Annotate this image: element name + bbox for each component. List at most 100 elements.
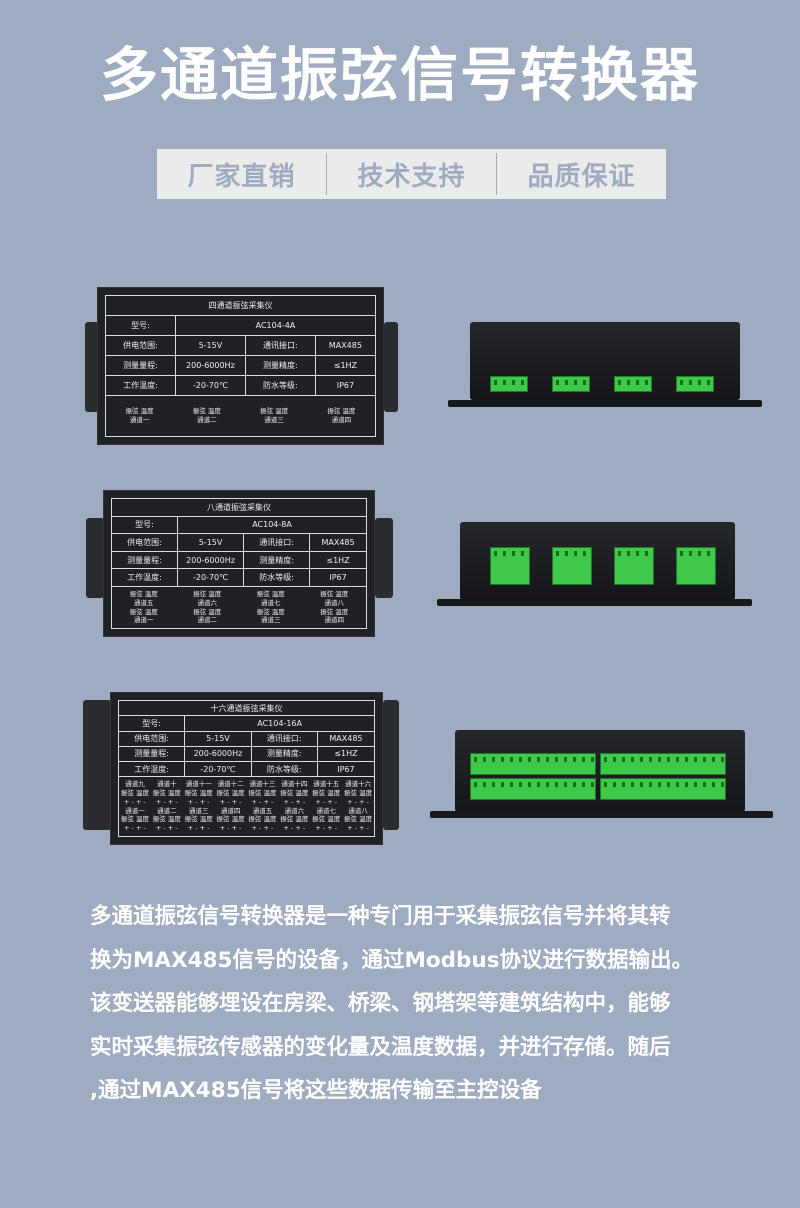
connector-pin [698,551,701,556]
connector-pin [537,757,540,762]
channel-name: 通道四 [324,616,345,625]
channel-group: 通道十二振弦 温度+ - + - [215,780,247,806]
connector-pin [667,782,670,787]
connector-pin [694,757,697,762]
connector-pin [604,757,607,762]
channel-group: 振弦 温度通道三 [241,407,308,425]
connector-pin [555,782,558,787]
channel-name: 通道十 [157,780,177,789]
spec-label: 防水等级: [252,762,318,777]
channel-polarity: + - + - [251,797,274,806]
channel-group: 振弦 温度通道二 [173,407,240,425]
channel-name: 通道四 [331,416,352,424]
feature-direct-sale: 厂家直销 [187,161,296,192]
spec-value: MAX485 [321,537,355,547]
connector-pin [721,782,724,787]
channel-legend: 振弦 温度通道一振弦 温度通道二振弦 温度通道三振弦 温度通道四 [106,396,375,436]
channel-signals: 振弦 温度 [327,407,356,416]
mounting-bracket [83,700,111,830]
connector-pin [503,551,506,556]
connector-pin [591,757,594,762]
connector-pin [492,757,495,762]
spec-label: 通讯接口: [252,731,318,746]
channel-polarity: + - + - [219,824,242,833]
connector-pin [694,782,697,787]
channel-signals: 振弦 温度 [125,407,154,416]
spec-label: 供电范围: [119,731,186,746]
spec-value: AC104-8A [252,520,292,530]
spec-label: 测量精度: [246,356,316,375]
spec-label: 工作温度: [119,762,186,777]
connector-pin [712,757,715,762]
channel-group: 通道十五振弦 温度+ - + - [310,780,342,806]
mounting-flange [437,599,752,606]
channel-signals: 振弦 温度 [312,789,341,798]
channel-polarity: + - + - [187,797,210,806]
spec-label: 防水等级: [246,376,316,395]
connector-pin [622,757,625,762]
channel-name: 通道九 [125,780,145,789]
spec-label: 测量量程: [106,356,176,375]
mounting-bracket [86,518,104,598]
connector-pin [573,782,576,787]
mounting-bracket [383,700,399,830]
spec-row: 型号:AC104-16A [119,716,374,732]
channel-group: 振弦 温度通道四 [308,407,375,425]
terminal-connector [614,376,652,392]
connector-pin [582,757,585,762]
channel-signals: 振弦 温度 [184,789,213,798]
spec-label: 型号: [106,316,176,335]
mounting-flange [430,811,773,818]
connector-pin [667,757,670,762]
spec-title: 十六通道振弦采集仪 [210,703,283,713]
channel-polarity: + - + - [219,797,242,806]
channel-group: 通道十六振弦 温度+ - + - [342,780,374,806]
connector-pin [618,380,621,385]
channel-name: 通道七 [316,806,336,815]
spec-label: 测量量程: [119,746,186,762]
connector-pin [474,782,477,787]
channel-signals: 振弦 温度 [248,815,277,824]
spec-label: 测量精度: [244,551,311,569]
spec-label: 型号: [112,516,179,534]
connector-pin [555,757,558,762]
channel-polarity: + - + - [124,797,146,806]
connector-pin [685,782,688,787]
terminal-connector [490,547,530,585]
connector-pin [680,380,683,385]
spec-title-row: 八通道振弦采集仪 [112,499,366,517]
spec-value: 5-15V [178,534,245,551]
channel-signals: 振弦 温度 [193,607,222,616]
spec-value: MAX485 [329,734,363,744]
spec-title-row: 十六通道振弦采集仪 [119,701,374,717]
channel-name: 通道一 [134,616,154,625]
channel-signals: 振弦 温度 [152,815,181,824]
connector-pin [512,551,515,556]
spec-row: 型号: AC104-8A [112,516,366,535]
channel-polarity: + - + - [251,824,274,833]
channel-name: 通道三 [264,416,284,424]
connector-pin [510,782,513,787]
mounting-flange [448,400,762,407]
connector-pin [712,782,715,787]
spec-value: IP67 [329,573,347,583]
channel-group: 通道五振弦 温度+ - + - [247,807,279,833]
channel-polarity: + - + - [187,824,210,833]
connector-pin [707,551,710,556]
connector-pin [510,757,513,762]
channel-group: 通道六振弦 温度+ - + - [278,807,310,833]
channel-signals: 振弦 温度 [216,789,245,798]
spec-label: 通讯接口: [244,534,311,551]
channel-group: 振弦 温度通道四 [303,608,367,626]
spec-value: -20-70℃ [176,376,246,395]
connector-pin [658,757,661,762]
spec-label: 通讯接口: [246,336,316,355]
channel-polarity: + - + - [347,824,369,833]
feature-tech-support: 技术支持 [357,161,466,192]
channel-signals: 振弦 温度 [280,815,309,824]
description-line: 换为MAX485信号的设备，通过Modbus协议进行数据输出。 [90,947,694,973]
channel-polarity: + - + - [124,824,146,833]
